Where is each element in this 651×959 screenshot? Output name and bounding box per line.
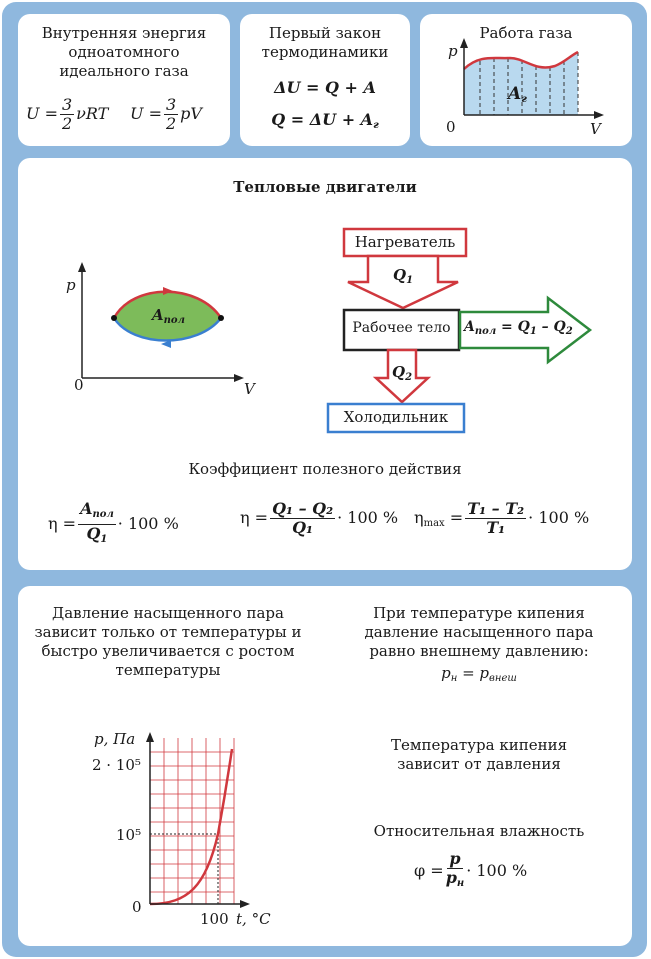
work-arrow [458,295,593,365]
first-law-formula-1: ΔU = Q + A [274,78,376,97]
vapor-origin-label: 0 [132,898,142,916]
y-tick-2e5: 2 · 10⁵ [92,756,141,774]
heat-engines-panel: Тепловые двигатели p V 0 Aпол Нагревател… [18,158,632,570]
boiling-temperature-text: Температура кипения зависит от давления [390,736,568,773]
x-tick-100: 100 [200,910,229,928]
work-formula: Aпол = Q1 – Q2 [464,319,573,337]
area-label: Aг [508,84,527,105]
q2-label: Q2 [392,363,413,383]
saturation-curve [149,748,234,906]
cycle-area-label: Aпол [152,306,185,326]
efficiency-title: Коэффициент полезного действия [188,460,462,478]
vapor-x-axis-label: t, °C [236,910,271,928]
cooler-box [326,402,466,434]
q1-arrow [347,254,459,310]
q1-label: Q1 [393,266,414,286]
y-tick-1e5: 10⁵ [116,826,142,844]
origin-label: 0 [446,118,456,136]
heat-engines-title: Тепловые двигатели [233,178,417,196]
vapor-panel: Давление насыщенного пара зависит только… [18,586,632,946]
humidity-title: Относительная влажность [373,822,585,840]
working-body-label: Рабочее тело [352,320,451,336]
boiling-pressure-formula: pн = pвнеш [441,664,517,684]
first-law-panel: Первый закон термодинамики ΔU = Q + A Q … [240,14,410,146]
heater-box [342,227,468,258]
gas-work-graph [460,38,604,119]
internal-energy-title: Внутренняя энергия одноатомного идеально… [41,24,207,80]
heater-label: Нагреватель [354,233,456,251]
cycle-y-axis-label: p [66,276,76,294]
vapor-pressure-text: Давление насыщенного пара зависит только… [34,604,302,679]
first-law-formula-2: Q = ΔU + Aг [271,110,379,131]
cycle-origin-label: 0 [74,376,84,394]
boiling-text: При температуре кипения давление насыщен… [364,604,594,660]
pressure-curve [463,50,579,70]
vapor-y-axis-label: p, Па [94,730,136,748]
q2-arrow [372,348,432,404]
heat-engine-diagrams [78,227,593,434]
vapor-pressure-graph [146,732,250,908]
cooler-label: Холодильник [343,408,449,426]
gas-work-title: Работа газа [479,24,573,42]
cycle-area [114,291,221,341]
y-axis-label: p [448,42,458,60]
cycle-x-axis-label: V [244,380,255,398]
x-axis-label: V [590,120,601,138]
first-law-title: Первый закон термодинамики [261,24,389,61]
gas-work-panel: Работа газа p V 0 Aг [420,14,632,146]
working-body-box [342,308,461,352]
internal-energy-panel: Внутренняя энергия одноатомного идеально… [18,14,230,146]
